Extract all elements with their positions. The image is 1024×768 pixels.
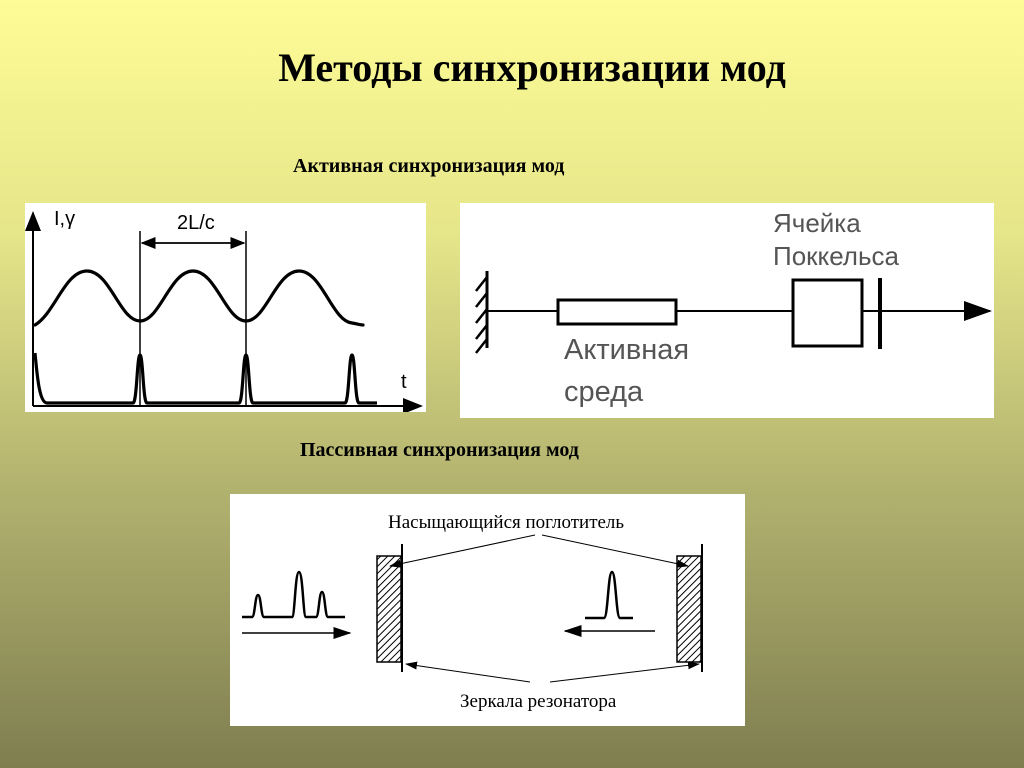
x-axis-label: t xyxy=(401,371,407,393)
left-saturable-absorber xyxy=(376,555,402,663)
period-label: 2L/c xyxy=(177,212,215,234)
modulation-graph: I,γ 2L/c t xyxy=(25,208,423,412)
saturable-absorber-label: Насыщающийся поглотитель xyxy=(388,512,624,533)
passive-schematic: Насыщающийся поглотитель Зеркала резонат… xyxy=(242,512,703,712)
y-axis-label: I,γ xyxy=(54,208,75,230)
active-schematic: Ячейка Поккельса Активная среда xyxy=(475,208,992,408)
passive-schematic-panel: Насыщающийся поглотитель Зеркала резонат… xyxy=(230,494,745,726)
output-single-pulse xyxy=(585,570,633,620)
active-medium-rod xyxy=(556,298,678,326)
absorber-leader-left xyxy=(389,534,536,568)
pockels-cell-label-line1: Ячейка xyxy=(773,208,861,238)
modulation-graph-panel: I,γ 2L/c t xyxy=(25,203,426,412)
incoming-pulse-train xyxy=(242,570,345,619)
loss-modulation-curve xyxy=(33,269,365,327)
mirrors-leader-left xyxy=(405,661,531,683)
absorber-leader-right xyxy=(541,534,689,568)
active-medium-label-line1: Активная xyxy=(564,334,689,366)
right-saturable-absorber xyxy=(676,555,702,663)
active-heading: Активная синхронизация мод xyxy=(293,155,565,177)
resonator-mirrors-label: Зеркала резонатора xyxy=(460,691,617,712)
pockels-cell xyxy=(791,278,864,348)
active-schematic-panel: Ячейка Поккельса Активная среда xyxy=(460,203,994,418)
active-medium-label-line2: среда xyxy=(564,376,644,408)
mirrors-leader-right xyxy=(549,661,700,683)
slide-title: Методы синхронизации мод xyxy=(278,45,786,90)
rear-mirror xyxy=(475,271,489,354)
pulse-train-curve xyxy=(33,352,377,405)
passive-heading: Пассивная синхронизация мод xyxy=(300,439,579,461)
pockels-cell-label-line2: Поккельса xyxy=(773,241,900,271)
